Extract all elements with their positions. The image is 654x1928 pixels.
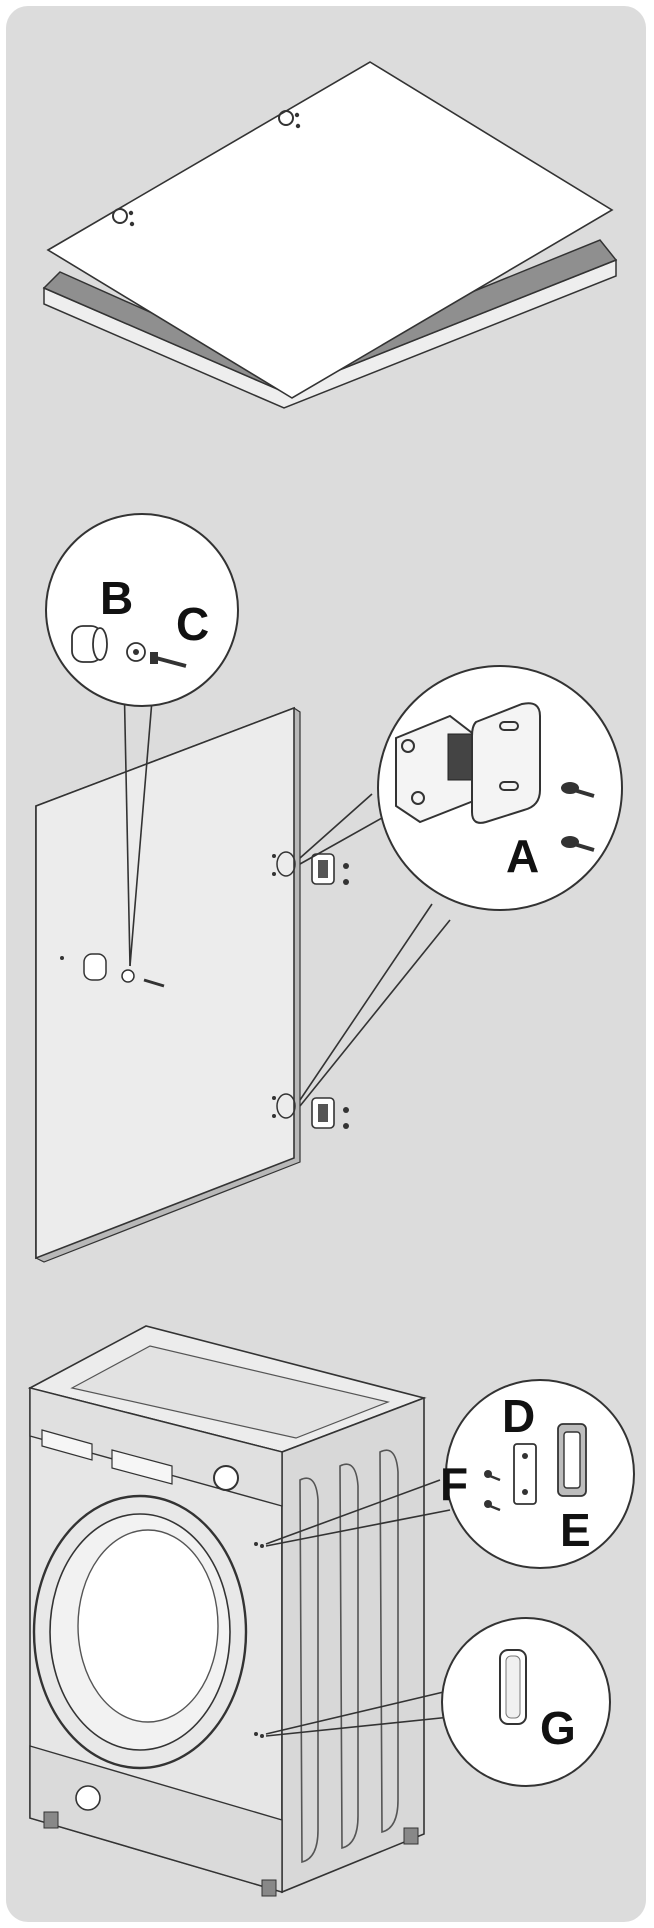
label-f: F xyxy=(440,1458,468,1510)
handle-knob xyxy=(71,625,108,663)
hole-mark-icon xyxy=(278,110,301,129)
door-panel xyxy=(35,706,301,1263)
detail-circle-latch: D F E xyxy=(440,1379,635,1569)
label-d: D xyxy=(502,1390,535,1442)
label-b: B xyxy=(100,572,133,624)
machine-section: D F E G xyxy=(27,1325,635,1897)
door-section: B C A xyxy=(35,513,623,1263)
washer xyxy=(126,642,146,662)
callout-leaders xyxy=(123,675,451,1107)
hole-mark-icon xyxy=(112,208,135,227)
label-c: C xyxy=(176,598,209,650)
hinge-hole-bottom xyxy=(272,1093,296,1119)
detail-circle-handle: B C xyxy=(45,513,239,707)
screw-icon xyxy=(484,1500,501,1512)
hinge-large xyxy=(395,702,541,824)
latch-plate xyxy=(513,1443,537,1505)
screw-icon xyxy=(150,652,187,668)
hinge-small-top xyxy=(311,853,349,885)
screw-icon xyxy=(484,1470,501,1482)
label-g: G xyxy=(540,1702,576,1754)
label-a: A xyxy=(506,830,539,882)
handle-on-door xyxy=(83,953,165,988)
worktop-section xyxy=(42,61,618,409)
porthole-door xyxy=(32,1494,248,1770)
hinge-small-bottom xyxy=(311,1097,349,1129)
hinge-hole-top xyxy=(272,851,296,877)
detail-circle-hinge: A xyxy=(377,665,623,911)
plug-cap xyxy=(499,1649,527,1725)
template-sheet xyxy=(46,61,614,399)
screw-icon xyxy=(561,782,595,798)
detail-circle-plug: G xyxy=(441,1617,611,1787)
latch-hook xyxy=(557,1423,587,1497)
machine-callout-leaders xyxy=(265,1479,461,1737)
screw-icon xyxy=(561,836,595,852)
label-e: E xyxy=(560,1504,591,1556)
